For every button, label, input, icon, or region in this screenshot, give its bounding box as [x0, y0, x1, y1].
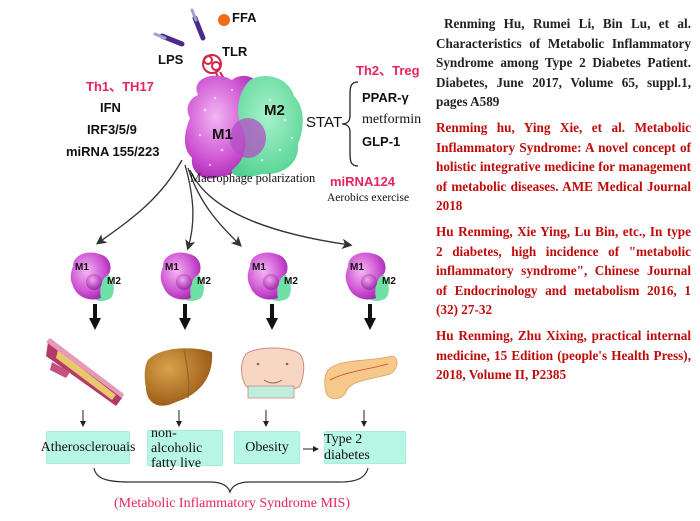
reference-3: Hu Renming, Xie Ying, Lu Bin, etc., In t…: [436, 223, 691, 318]
references-panel: Renming Hu, Rumei Li, Bin Lu, et al. Cha…: [436, 14, 691, 391]
pancreas-icon: [324, 355, 398, 400]
aerobics-exercise-label: Aerobics exercise: [327, 192, 410, 204]
down-arrow-icon: [364, 304, 376, 330]
small-cell-m2-label: M2: [284, 276, 298, 287]
small-macrophage-icon: [160, 252, 204, 301]
reference-4: Hu Renming, Zhu Xixing, practical intern…: [436, 327, 691, 383]
stat-label: STAT: [306, 114, 343, 131]
outcome-box-obesity: Obesity: [234, 431, 300, 464]
left-item-irf: IRF3/5/9: [87, 122, 137, 137]
small-cell-m1-label: M1: [75, 262, 89, 273]
syndrome-label: (Metabolic Inflammatory Syndrome MIS): [114, 496, 351, 511]
tlr-label: TLR: [222, 44, 248, 59]
small-macrophage-icon: [345, 252, 389, 301]
small-cell-m1-label: M1: [252, 262, 266, 273]
ffa-label: FFA: [232, 10, 257, 25]
right-item-metformin: metformin: [362, 112, 422, 127]
small-cell-m2-label: M2: [197, 276, 211, 287]
left-item-mirna: miRNA 155/223: [66, 144, 160, 159]
outcome-thin-arrows: [80, 410, 367, 452]
mis-diagram: FFA LPS TLR Th1、TH17 IFN IRF3/5/9 miRNA …: [41, 8, 422, 511]
lps-label: LPS: [158, 52, 184, 67]
outcome-label-nafld-line2: fatty live: [151, 455, 202, 471]
small-macrophage-icon: [247, 252, 291, 301]
liver-icon: [144, 348, 213, 406]
small-cell-m2-label: M2: [107, 276, 121, 287]
stat-brace: [341, 81, 359, 167]
th1-th17-heading: Th1、TH17: [86, 79, 154, 94]
lps-molecule-icon: [153, 8, 206, 47]
left-item-ifn: IFN: [100, 100, 121, 115]
outcome-box-atherosclerosis: Atherosclerouais: [41, 431, 135, 464]
outcome-label-atherosclerosis: Atherosclerouais: [40, 439, 136, 455]
macrophage-m1-label: M1: [212, 126, 233, 143]
artery-plaque-icon: [46, 338, 124, 406]
down-arrow-icon: [179, 304, 191, 330]
syndrome-brace: [93, 467, 369, 494]
small-cell-m1-label: M1: [165, 262, 179, 273]
mirna124-label: miRNA124: [330, 174, 396, 189]
right-item-ppar: PPAR-γ: [362, 90, 409, 105]
right-item-glp1: GLP-1: [362, 134, 401, 149]
outcome-label-nafld-line1: non-alcoholic: [151, 425, 203, 456]
outcome-label-obesity: Obesity: [245, 439, 289, 455]
macrophage-m2-label: M2: [264, 102, 285, 119]
ffa-icon: [218, 14, 230, 26]
outcome-box-type2-diabetes: Type 2 diabetes: [324, 431, 406, 464]
down-arrow-icon: [89, 304, 101, 330]
small-macrophage-icon: [70, 252, 114, 301]
reference-2: Renming hu, Ying Xie, et al. Metabolic I…: [436, 119, 691, 214]
outcome-box-nafld: non-alcoholic fatty live: [147, 426, 223, 471]
small-cell-m2-label: M2: [382, 276, 396, 287]
obese-body-icon: [241, 347, 305, 399]
macrophage-caption: Macrophage polarization: [190, 171, 316, 185]
small-cell-m1-label: M1: [350, 262, 364, 273]
reference-1: Renming Hu, Rumei Li, Bin Lu, et al. Cha…: [436, 16, 691, 110]
diagram-graphics: [46, 8, 398, 494]
down-arrow-icon: [266, 304, 278, 330]
macrophage-large-icon: [184, 75, 303, 179]
outcome-label-type2-diabetes: Type 2 diabetes: [324, 431, 370, 463]
polarization-arrows: [95, 159, 353, 251]
th2-treg-heading: Th2、Treg: [356, 63, 420, 78]
